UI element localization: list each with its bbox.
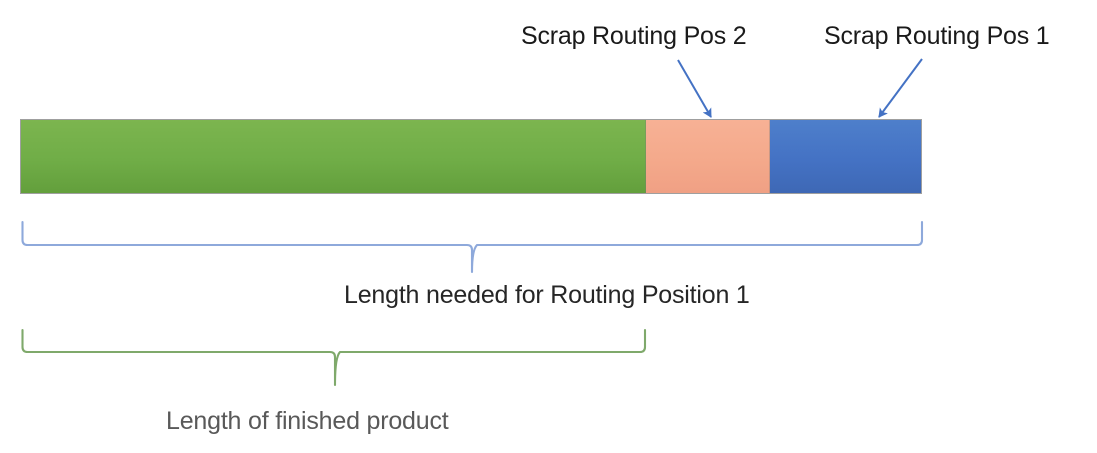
scrap-routing-pos-1-segment [770,120,921,193]
scrap-routing-pos-2-segment [646,120,770,193]
brace-caption-finished-product: Length of finished product [166,407,449,435]
finished-product-segment [21,120,646,193]
callout-label-scrap-routing-pos-1: Scrap Routing Pos 1 [824,22,1050,50]
product-length-bar [20,119,922,194]
brace-caption-routing-position-1: Length needed for Routing Position 1 [344,281,750,309]
callout-arrow-scrap-routing-pos-2 [677,59,712,118]
callout-arrow-scrap-routing-pos-1 [878,58,923,118]
brace-finished-product [21,328,647,387]
callout-label-scrap-routing-pos-2: Scrap Routing Pos 2 [521,22,747,50]
brace-routing-position-1 [21,220,924,274]
